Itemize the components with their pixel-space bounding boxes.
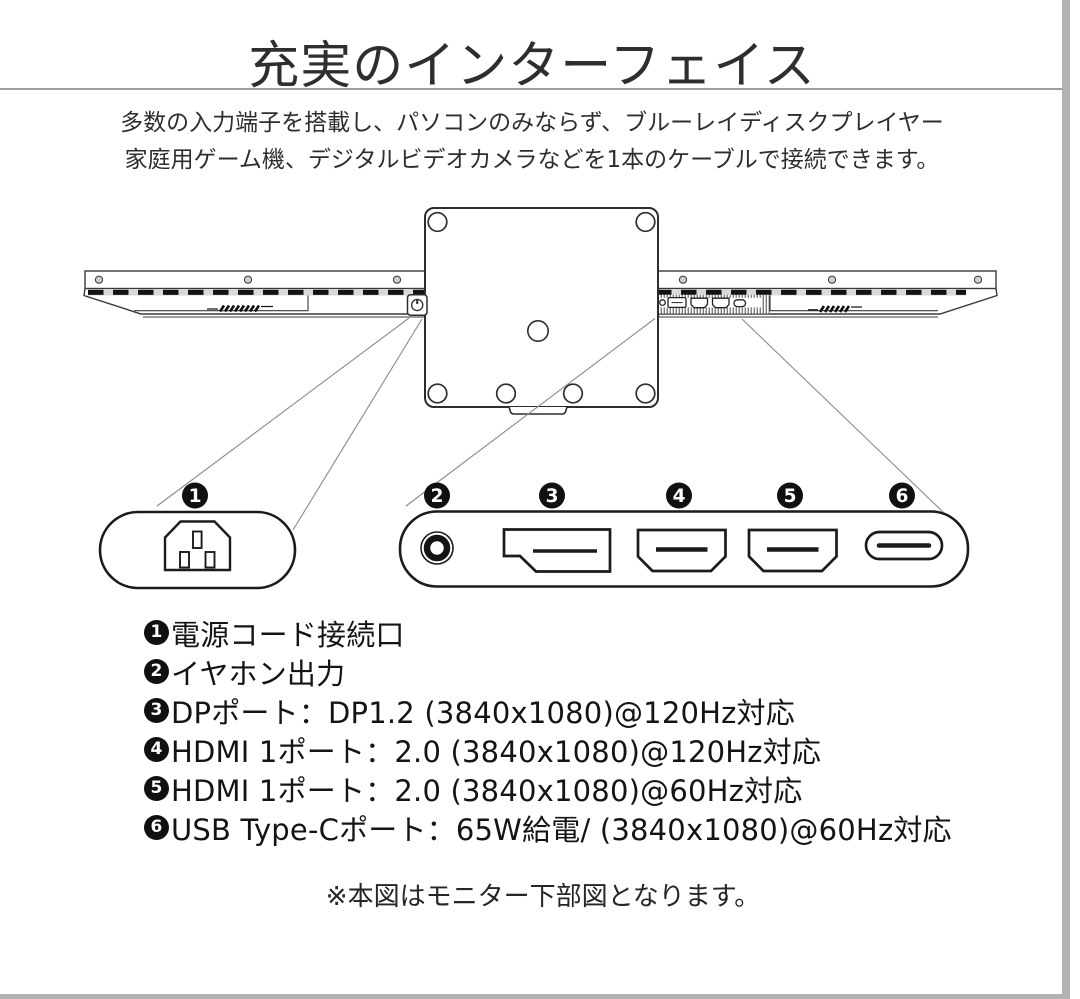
center-hole [526, 319, 549, 342]
port-list-item: 2 イヤホン出力 [144, 652, 952, 691]
badge-5: 5 [784, 486, 797, 507]
screw-hole [427, 211, 448, 233]
port-number-badge: 6 [144, 815, 169, 840]
badge-2: 2 [431, 486, 444, 507]
port-number-badge: 2 [144, 659, 169, 684]
stand-mount-plate [424, 207, 659, 415]
hdmi-icon [636, 528, 727, 573]
hdmi-mini-icon [711, 297, 730, 309]
photo-edge-bottom [0, 994, 1068, 999]
screw-hole [562, 383, 584, 404]
rear-port-strip [656, 294, 770, 314]
port-label: DPポート：DP1.2 (3840x1080)@120Hz対応 [171, 695, 795, 730]
port-list-item: 6 USB Type-Cポート：65W給電/ (3840x1080)@60Hz対… [144, 808, 952, 847]
usb-c-icon [864, 530, 944, 561]
port-number-badge: 5 [144, 776, 169, 801]
screw-hole [635, 211, 656, 233]
title-divider [0, 88, 1063, 90]
vent-grille-right [808, 305, 862, 313]
plate-tab [508, 406, 568, 415]
port-number-badge: 3 [144, 698, 169, 723]
displayport-icon [502, 528, 612, 573]
intro-text: 多数の入力端子を搭載し、パソコンのみならず、ブルーレイディスクプレイヤー 家庭用… [0, 105, 1064, 179]
intro-line-1: 多数の入力端子を搭載し、パソコンのみならず、ブルーレイディスクプレイヤー [120, 110, 944, 136]
port-number-badge: 1 [144, 620, 169, 645]
usb-c-mini-icon [733, 299, 747, 308]
ac-power-inlet-icon [163, 520, 232, 572]
ac-inlet-mini-icon [406, 294, 428, 316]
port-number-badge: 4 [144, 737, 169, 762]
signal-ports-detail [398, 510, 970, 588]
badge-1: 1 [189, 486, 202, 507]
intro-line-2: 家庭用ゲーム機、デジタルビデオカメラなどを1本のケーブルで接続できます。 [124, 147, 940, 173]
audio-jack-icon [420, 531, 454, 565]
photo-edge-right [1062, 0, 1070, 999]
screw-hole [427, 383, 448, 404]
callout-lines [156, 317, 944, 531]
monitor-bottom-view-diagram: 1 2 3 4 5 6 [83, 207, 998, 590]
port-list-item: 3 DPポート：DP1.2 (3840x1080)@120Hz対応 [144, 691, 952, 730]
vent-grille-left [207, 304, 273, 313]
port-label: イヤホン出力 [171, 656, 346, 691]
port-list: 1 電源コード接続口 2 イヤホン出力 3 DPポート：DP1.2 (3840x… [144, 613, 952, 847]
page-title: 充実のインターフェイス [248, 37, 816, 96]
port-list-item: 4 HDMI 1ポート：2.0 (3840x1080)@120Hz対応 [144, 730, 952, 769]
power-inlet-detail [98, 510, 297, 590]
footnote: ※本図はモニター下部図となります。 [325, 882, 761, 912]
port-label: HDMI 1ポート：2.0 (3840x1080)@60Hz対応 [171, 773, 803, 808]
badge-4: 4 [673, 486, 686, 507]
hdmi-icon [747, 528, 838, 573]
port-label: USB Type-Cポート：65W給電/ (3840x1080)@60Hz対応 [171, 812, 952, 847]
port-label: 電源コード接続口 [171, 617, 405, 652]
badge-6: 6 [896, 486, 909, 507]
port-list-item: 1 電源コード接続口 [144, 613, 952, 652]
diagram-number-badges: 1 2 3 4 5 6 [182, 482, 915, 509]
badge-3: 3 [546, 486, 559, 507]
audio-jack-mini-icon [659, 299, 666, 307]
screw-hole [495, 383, 517, 404]
monitor-rear-outline [83, 270, 998, 318]
hdmi-mini-icon [690, 297, 709, 309]
screw-hole [635, 383, 656, 404]
port-list-item: 5 HDMI 1ポート：2.0 (3840x1080)@60Hz対応 [144, 769, 952, 808]
port-label: HDMI 1ポート：2.0 (3840x1080)@120Hz対応 [171, 734, 822, 769]
